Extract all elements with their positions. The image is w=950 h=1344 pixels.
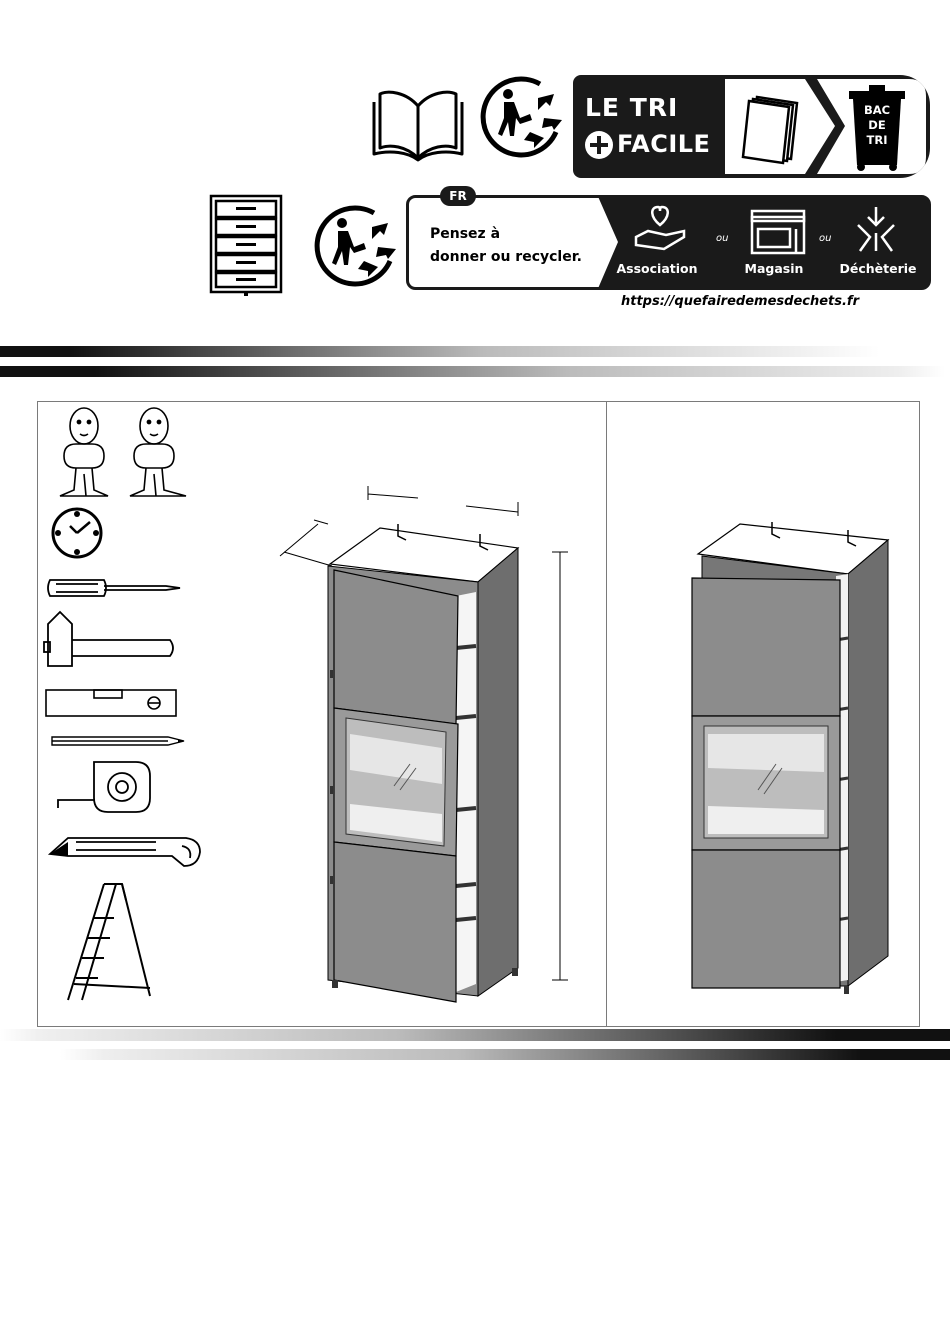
spirit-level-icon [44,688,178,718]
two-people-icon [56,404,192,500]
panel-divider [606,401,607,1027]
url-text: https://quefairedemesdechets.fr [621,294,859,309]
le-tri-facile-banner: LE TRI FACILE BAC DE TRI [573,75,930,178]
screwdriver-icon [46,574,184,602]
separator-2: ou [819,233,831,244]
hammer-icon [42,608,178,674]
dechetterie-icon [850,203,902,255]
le-tri-line2: FACILE [617,130,710,158]
open-book-icon [370,86,466,162]
stripe-top-2 [0,366,945,377]
utility-knife-icon [46,830,204,870]
pencil-icon [50,734,186,748]
tape-measure-icon [54,758,154,816]
drawer-unit-icon [208,193,284,297]
cabinet-closed-drawing [688,510,898,1002]
stripe-top-1 [0,346,880,357]
option-dechetterie: Déchèterie [830,261,926,276]
cabinet-open-drawing [270,486,590,1006]
country-badge: FR [440,186,476,206]
bin-label-line3: TRI [857,133,897,148]
stepladder-icon [64,880,156,1004]
separator-1: ou [716,233,728,244]
donate-recycle-banner: FR Pensez à donner ou recycler. Associat… [406,195,931,290]
donate-message-line2: donner ou recycler. [430,249,582,265]
triman-recycle-icon-2 [314,203,402,289]
heart-hand-icon [632,203,688,253]
plus-icon [585,131,613,159]
stripe-bottom-1 [0,1029,950,1041]
clock-icon [50,506,104,560]
bin-label-line2: DE [857,118,897,133]
donate-message-line1: Pensez à [430,226,500,242]
option-association: Association [612,261,702,276]
option-magasin: Magasin [734,261,814,276]
stripe-bottom-2 [60,1049,950,1060]
shop-icon [748,207,808,255]
le-tri-line1: LE TRI [585,93,678,122]
bin-label-line1: BAC [857,103,897,118]
paper-icon [739,89,809,165]
triman-recycle-icon [480,74,568,160]
